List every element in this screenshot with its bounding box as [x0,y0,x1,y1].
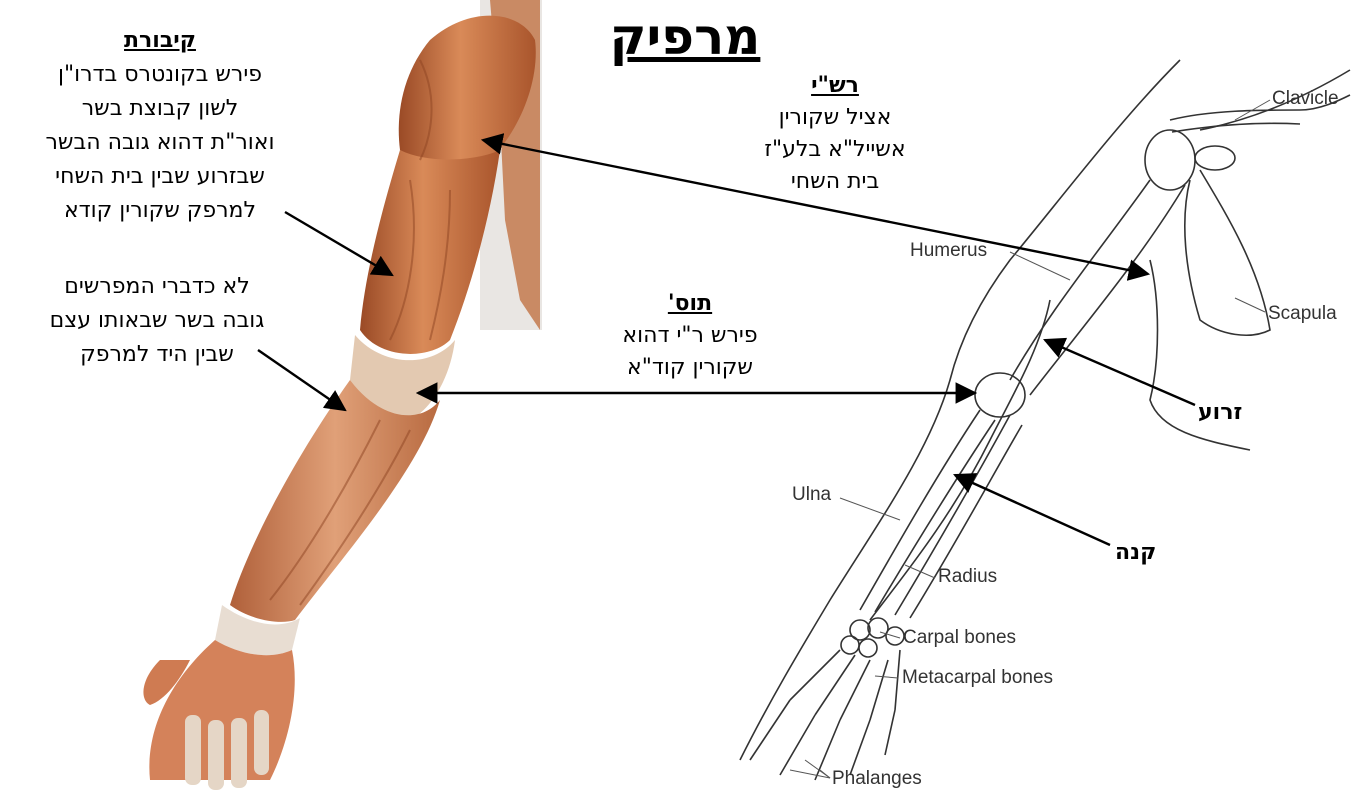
label-humerus: Humerus [910,240,987,262]
rashi-line: אשייל"א בלע"ז [715,134,955,166]
tosfot-heading: תוס' [560,288,820,320]
kiburet-heading: קיבורת [15,24,305,58]
tosfot-line: שקורין קוד"א [560,352,820,384]
label-ulna: Ulna [792,484,831,506]
tosfot-line: פירש ר"י דהוא [560,320,820,352]
arrow-kane [955,475,1110,545]
kiburet-note: קיבורת פירש בקונטרס בדרו"ן לשון קבוצת בש… [15,24,305,228]
kiburet-line: שבזרוע שבין בית השחי [15,160,305,194]
label-metacarpal-bones: Metacarpal bones [902,667,1053,689]
kiburet-line: למרפק שקורין קודא [15,194,305,228]
lo-kedivrei-line: לא כדברי המפרשים [12,270,302,304]
kiburet-line: ואור"ת דהוא גובה הבשר [15,126,305,160]
lo-kedivrei-line: גובה בשר שבאותו עצם [12,304,302,338]
rashi-note: רש"י אציל שקורין אשייל"א בלע"ז בית השחי [715,70,955,198]
label-clavicle: Clavicle [1272,88,1339,110]
lo-kedivrei-note: לא כדברי המפרשים גובה בשר שבאותו עצם שבי… [12,270,302,372]
rashi-heading: רש"י [715,70,955,102]
rashi-line: בית השחי [715,166,955,198]
rashi-line: אציל שקורין [715,102,955,134]
label-carpal-bones: Carpal bones [903,627,1016,649]
tosfot-note: תוס' פירש ר"י דהוא שקורין קוד"א [560,288,820,384]
label-zroa: זרוע [1198,400,1242,425]
kiburet-line: פירש בקונטרס בדרו"ן [15,58,305,92]
kiburet-line: לשון קבוצת בשר [15,92,305,126]
page-title: מרפיק [600,8,770,66]
label-radius: Radius [938,566,997,588]
lo-kedivrei-line: שבין היד למרפק [12,338,302,372]
label-kane: קנה [1115,540,1156,565]
label-scapula: Scapula [1268,303,1337,325]
arrow-zroa [1045,340,1195,405]
label-phalanges: Phalanges [832,768,922,790]
